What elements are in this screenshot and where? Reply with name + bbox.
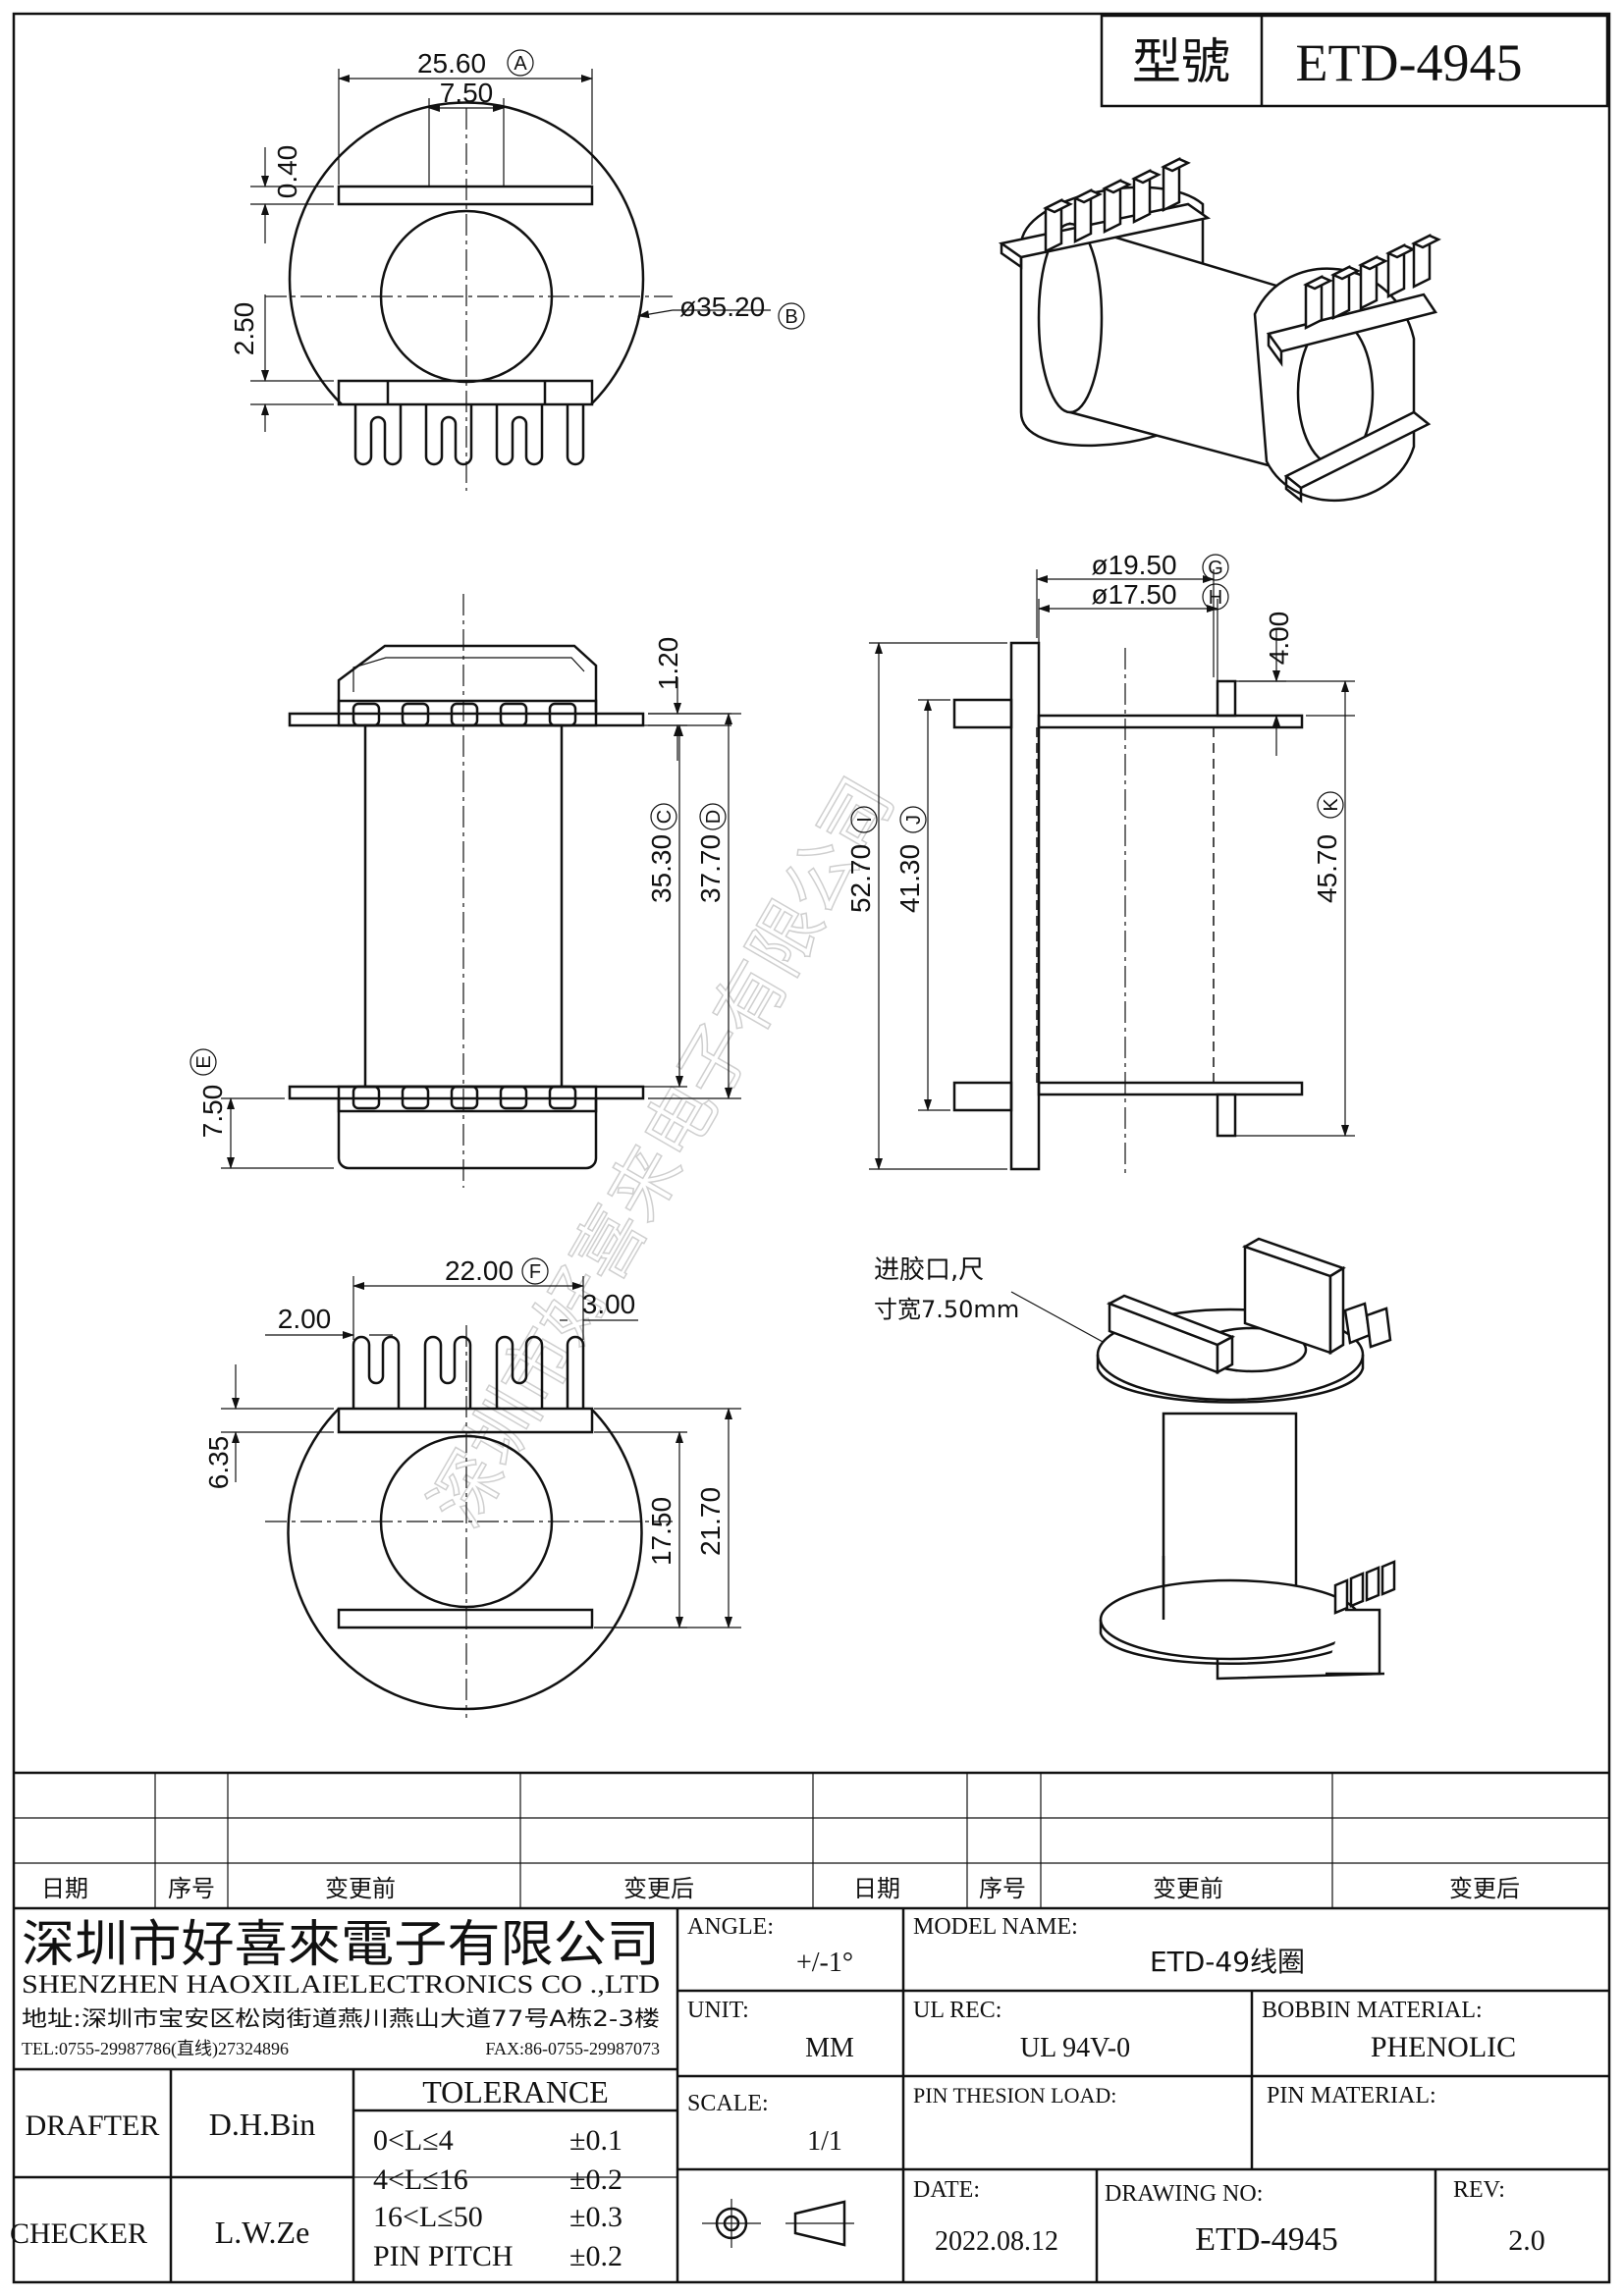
dim-side-e: 7.50 xyxy=(197,1085,228,1139)
sheet-border xyxy=(12,12,1611,2284)
pin-material-label: PIN MATERIAL: xyxy=(1267,2083,1436,2109)
svg-text:F: F xyxy=(529,1261,541,1283)
svg-text:H: H xyxy=(1209,587,1222,609)
dim-top-inner: 7.50 xyxy=(440,78,494,108)
angle-label: ANGLE: xyxy=(687,1914,774,1940)
dim-dia-h: ø17.50 xyxy=(1091,579,1176,610)
dim-side-flange: 1.20 xyxy=(653,637,683,691)
ul-label: UL REC: xyxy=(913,1998,1001,2023)
dim-top-pin-offset: 2.50 xyxy=(229,302,259,356)
projection-symbol-icon xyxy=(702,2199,854,2248)
dim-front-i: 52.70 xyxy=(845,844,876,913)
rev-value: 2.0 xyxy=(1508,2224,1545,2257)
dim-side-c: 35.30 xyxy=(646,834,676,903)
svg-text:K: K xyxy=(1321,798,1342,812)
bobbin-label: BOBBIN MATERIAL: xyxy=(1262,1998,1483,2023)
drafter-value: D.H.Bin xyxy=(209,2107,315,2142)
tolerance-value: ±0.3 xyxy=(569,2201,622,2233)
rev-col-after: 变更后 xyxy=(623,1875,694,1902)
rev-col-date: 日期 xyxy=(41,1875,88,1902)
unit-value: MM xyxy=(805,2033,854,2063)
rev-col-date-2: 日期 xyxy=(853,1875,900,1902)
bobbin-value: PHENOLIC xyxy=(1371,2031,1516,2063)
rev-col-before-2: 变更前 xyxy=(1153,1875,1223,1902)
tolerance-value: ±0.1 xyxy=(569,2124,622,2157)
dim-bottom-h3: 21.70 xyxy=(695,1487,726,1556)
revision-table: 日期 序号 变更前 变更后 日期 序号 变更前 变更后 xyxy=(14,1771,1609,1910)
svg-text:D: D xyxy=(703,810,725,824)
scale-label: SCALE: xyxy=(687,2091,769,2116)
gate-note-line1: 进胶口,尺 xyxy=(874,1255,984,1285)
dim-flange-dia: ø35.20 xyxy=(679,292,765,322)
dim-top-gap: 0.40 xyxy=(272,145,302,199)
drafter-label: DRAFTER xyxy=(26,2109,160,2142)
checker-value: L.W.Ze xyxy=(215,2215,310,2250)
model-name-value: ETD-49线圈 xyxy=(1150,1946,1305,1978)
drawing-no-label: DRAWING NO: xyxy=(1105,2181,1263,2207)
svg-text:G: G xyxy=(1208,558,1223,579)
company-tel: TEL:0755-29987786(直线)27324896 xyxy=(22,2039,289,2059)
company-fax: FAX:86-0755-29987073 xyxy=(485,2039,660,2058)
model-name-label: MODEL NAME: xyxy=(913,1914,1078,1940)
svg-text:C: C xyxy=(654,810,676,824)
rev-col-seq-2: 序号 xyxy=(979,1875,1026,1902)
tolerance-range: 0<L≤4 xyxy=(373,2124,454,2157)
dim-side-d: 37.70 xyxy=(695,834,726,903)
dim-dia-g: ø19.50 xyxy=(1091,550,1176,580)
dim-bottom-f: 22.00 xyxy=(445,1255,514,1286)
gate-note-line2: 寸宽7.50mm xyxy=(874,1296,1019,1323)
dim-front-pin: 4.00 xyxy=(1264,612,1294,666)
tolerance-label: TOLERANCE xyxy=(422,2074,609,2109)
svg-text:E: E xyxy=(193,1055,215,1068)
model-header: 型號 ETD-4945 xyxy=(1100,14,1609,108)
tolerance-range: 4<L≤16 xyxy=(373,2163,468,2196)
dim-pin-pitch: 3.00 xyxy=(582,1289,636,1319)
rev-col-before: 变更前 xyxy=(325,1875,396,1902)
dim-top-width: 25.60 xyxy=(417,48,486,79)
svg-text:A: A xyxy=(514,53,527,75)
company-address: 地址:深圳市宝安区松岗街道燕川燕山大道77号A栋2-3楼 xyxy=(22,2007,660,2032)
checker-label: CHECKER xyxy=(10,2217,147,2250)
tolerance-range: 16<L≤50 xyxy=(373,2201,483,2233)
date-label: DATE: xyxy=(913,2177,980,2203)
svg-text:I: I xyxy=(854,817,876,823)
dim-pin-width: 2.00 xyxy=(278,1304,332,1334)
date-value: 2022.08.12 xyxy=(935,2226,1058,2257)
company-name-cn: 深圳市好喜來電子有限公司 xyxy=(22,1918,660,1973)
rev-col-seq: 序号 xyxy=(168,1875,215,1902)
ul-value: UL 94V-0 xyxy=(1020,2033,1130,2063)
top-view: 25.60 A 7.50 0.40 2.50 ø35.20 B xyxy=(229,48,805,491)
side-view: 1.20 35.30 C 37.70 D 7.50 E xyxy=(189,594,741,1188)
isometric-view-bottom: 进胶口,尺 寸宽7.50mm xyxy=(874,1237,1396,1681)
dim-bottom-h1: 6.35 xyxy=(203,1436,234,1490)
model-label: 型號 xyxy=(1132,33,1230,90)
company-name-en: SHENZHEN HAOXILAIELECTRONICS CO .,LTD xyxy=(22,1970,660,1999)
dim-bottom-h2: 17.50 xyxy=(646,1497,676,1566)
scale-value: 1/1 xyxy=(807,2126,842,2157)
tolerance-value: ±0.2 xyxy=(569,2240,622,2272)
dim-front-k: 45.70 xyxy=(1312,834,1342,903)
title-block: 深圳市好喜來電子有限公司 SHENZHEN HAOXILAIELECTRONIC… xyxy=(10,1908,1609,2282)
svg-text:J: J xyxy=(903,815,925,825)
drawing-no-value: ETD-4945 xyxy=(1195,2221,1337,2258)
rev-label: REV: xyxy=(1453,2177,1505,2203)
bottom-view: 22.00 F 2.00 3.00 6.35 17.50 21.70 xyxy=(203,1255,741,1718)
svg-text:B: B xyxy=(784,306,797,328)
angle-value: +/-1° xyxy=(796,1948,853,1978)
dim-front-j: 41.30 xyxy=(894,844,925,913)
front-view: ø19.50 G ø17.50 H 4.00 52.70 I 41.30 J 4… xyxy=(845,550,1355,1178)
rev-col-after-2: 变更后 xyxy=(1449,1875,1520,1902)
unit-label: UNIT: xyxy=(687,1998,749,2023)
isometric-view-top xyxy=(998,156,1441,504)
tolerance-value: ±0.2 xyxy=(569,2163,622,2196)
model-value: ETD-4945 xyxy=(1296,33,1523,92)
pin-load-label: PIN THESION LOAD: xyxy=(913,2083,1116,2108)
tolerance-range: PIN PITCH xyxy=(373,2240,514,2272)
